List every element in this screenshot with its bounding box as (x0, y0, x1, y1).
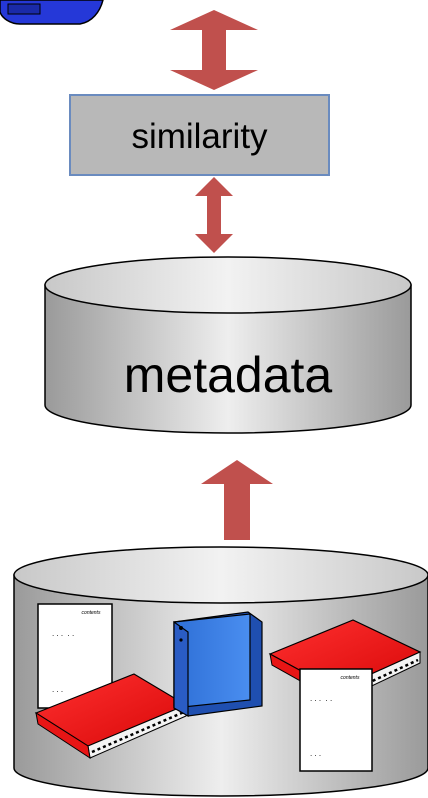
document-header-right: contents (341, 675, 360, 681)
binder-icon (173, 611, 263, 718)
svg-text:. . .: . . . (310, 749, 321, 758)
double-arrow-middle (195, 177, 233, 253)
svg-text:. . .: . . . (52, 685, 63, 694)
up-arrow (201, 460, 273, 540)
user-figure-icon (0, 0, 104, 25)
similarity-box: similarity (69, 94, 330, 176)
svg-text:. . . . .: . . . . . (310, 694, 332, 703)
document-header-left: contents (82, 610, 101, 616)
double-arrow-top (170, 10, 258, 90)
metadata-label: metadata (124, 347, 333, 403)
metadata-cylinder: metadata (44, 256, 412, 434)
similarity-label: similarity (131, 117, 268, 156)
document-icon-right: contents . . . . . . . . (299, 668, 373, 772)
svg-text:. . . . .: . . . . . (52, 629, 74, 638)
